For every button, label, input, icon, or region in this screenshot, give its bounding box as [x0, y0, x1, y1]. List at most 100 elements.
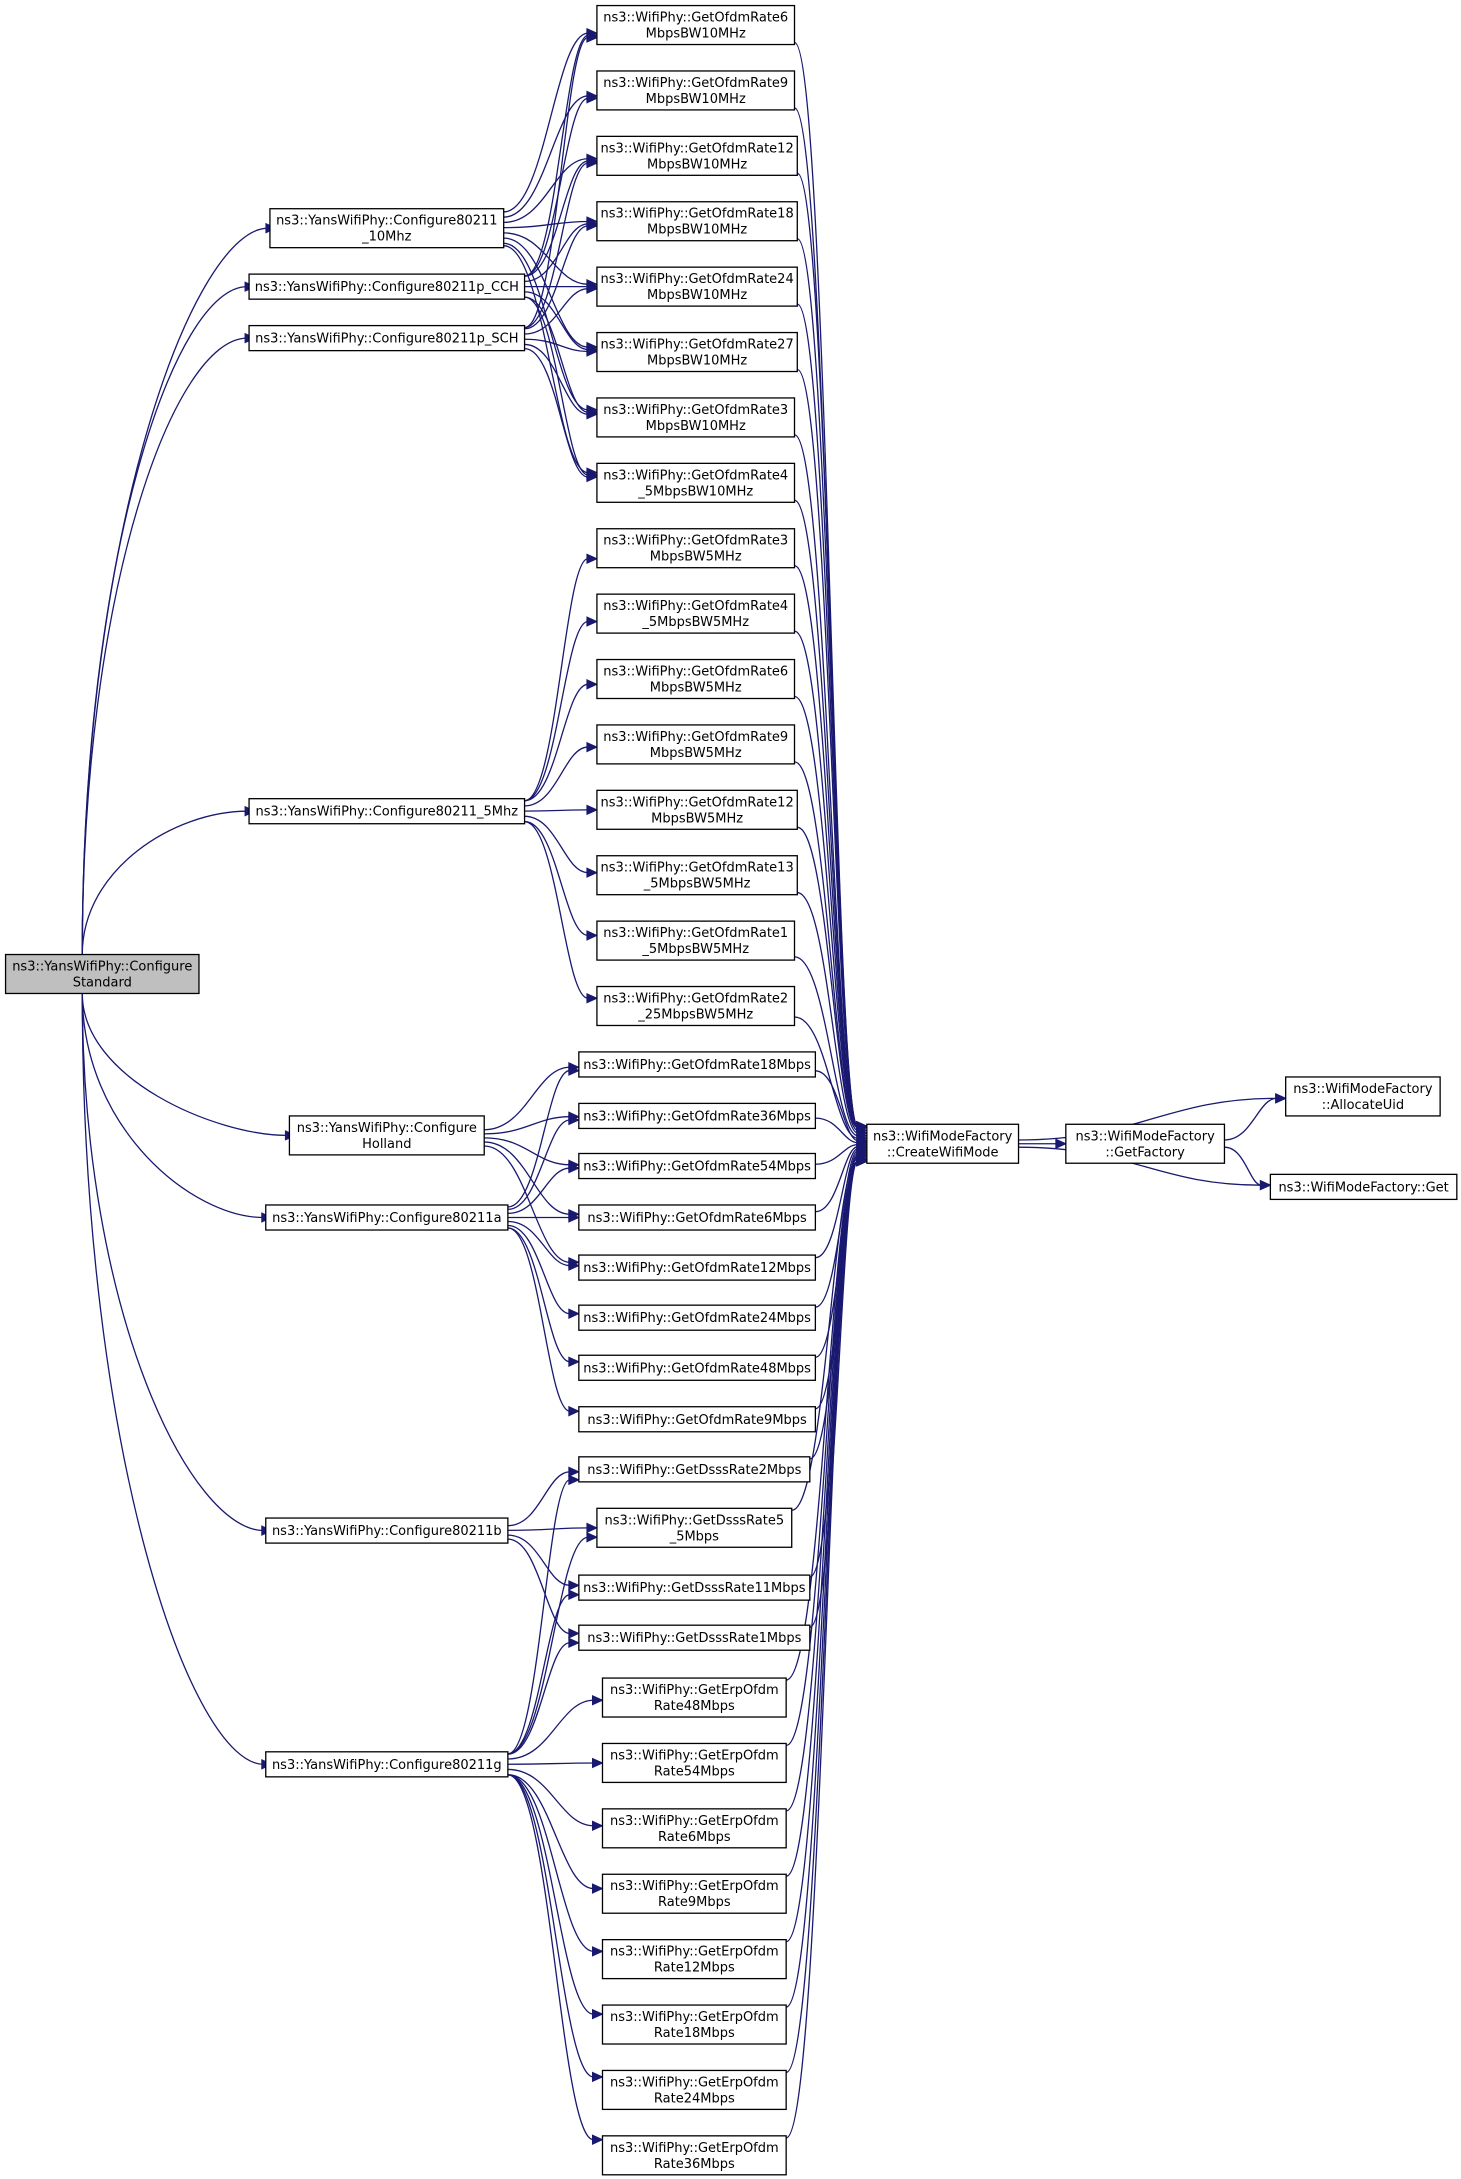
node-o36[interactable]: ns3::WifiPhy::GetOfdmRate36Mbps — [578, 1102, 817, 1130]
node-o45_10[interactable]: ns3::WifiPhy::GetOfdmRate4_5MbpsBW10MHz — [596, 462, 796, 503]
node-d11[interactable]: ns3::WifiPhy::GetDsssRate11Mbps — [578, 1574, 811, 1601]
node-o15_5[interactable]: ns3::WifiPhy::GetOfdmRate1_5MbpsBW5MHz — [596, 920, 796, 961]
node-o18[interactable]: ns3::WifiPhy::GetOfdmRate18Mbps — [578, 1051, 817, 1078]
node-get[interactable]: ns3::WifiModeFactory::Get — [1269, 1173, 1458, 1201]
node-box — [596, 331, 798, 373]
node-o45_5[interactable]: ns3::WifiPhy::GetOfdmRate4_5MbpsBW5MHz — [596, 593, 796, 634]
node-o54[interactable]: ns3::WifiPhy::GetOfdmRate54Mbps — [578, 1152, 817, 1180]
node-label: MbpsBW5MHz — [650, 746, 742, 761]
node-c5[interactable]: ns3::YansWifiPhy::Configure80211_5Mhz — [248, 798, 526, 825]
node-o12[interactable]: ns3::WifiPhy::GetOfdmRate12Mbps — [578, 1254, 817, 1281]
node-label: ns3::WifiPhy::GetErpOfdm — [610, 1683, 779, 1698]
node-cg[interactable]: ns3::YansWifiPhy::Configure80211g — [265, 1751, 509, 1778]
node-label: ns3::WifiPhy::GetDsssRate11Mbps — [583, 1581, 806, 1596]
edge-gf-to-get — [1224, 1146, 1272, 1191]
edge-gf-to-au — [1224, 1093, 1287, 1141]
node-cb[interactable]: ns3::YansWifiPhy::Configure80211b — [265, 1517, 509, 1544]
node-ccch[interactable]: ns3::YansWifiPhy::Configure80211p_CCH — [248, 273, 526, 300]
node-box — [1285, 1076, 1441, 1117]
node-label: Rate6Mbps — [658, 1830, 731, 1845]
node-csch[interactable]: ns3::YansWifiPhy::Configure80211p_SCH — [248, 324, 526, 352]
node-label: Standard — [73, 976, 132, 991]
node-label: ::GetFactory — [1105, 1145, 1185, 1160]
node-label: ns3::WifiPhy::GetErpOfdm — [610, 1814, 779, 1829]
node-box — [596, 462, 796, 503]
node-o24[interactable]: ns3::WifiPhy::GetOfdmRate24Mbps — [578, 1304, 817, 1331]
node-cwm[interactable]: ns3::WifiModeFactory::CreateWifiMode — [866, 1123, 1020, 1164]
edge-chol-to-o54 — [484, 1137, 581, 1171]
node-gf[interactable]: ns3::WifiModeFactory::GetFactory — [1065, 1123, 1226, 1164]
node-o6[interactable]: ns3::WifiPhy::GetOfdmRate6Mbps — [578, 1204, 817, 1231]
node-label: ns3::WifiPhy::GetOfdmRate27 — [600, 338, 793, 353]
node-ca[interactable]: ns3::YansWifiPhy::Configure80211a — [265, 1204, 509, 1231]
edge-c5-to-o45_5 — [524, 616, 599, 802]
edge-c5-to-o225_5 — [524, 821, 599, 1004]
node-box — [601, 1873, 787, 1914]
node-d55[interactable]: ns3::WifiPhy::GetDsssRate5_5Mbps — [596, 1507, 793, 1548]
node-box — [578, 1354, 817, 1381]
node-label: MbpsBW10MHz — [647, 157, 747, 172]
node-au[interactable]: ns3::WifiModeFactory::AllocateUid — [1285, 1076, 1441, 1117]
node-box — [596, 658, 796, 700]
edge-csch-to-o12_10 — [524, 157, 599, 329]
node-label: _5MbpsBW5MHz — [641, 942, 749, 957]
node-label: ns3::WifiModeFactory::Get — [1278, 1180, 1448, 1195]
node-box — [596, 201, 798, 242]
node-box — [269, 208, 505, 249]
edge-ca-to-o18 — [507, 1065, 581, 1208]
node-box — [578, 1406, 817, 1433]
edge-cg-to-e9 — [507, 1774, 604, 1894]
edge-cb-to-d2 — [507, 1466, 581, 1527]
edge-cwm-to-gf — [1018, 1138, 1068, 1150]
edge-ca-to-o9 — [507, 1227, 581, 1417]
node-d2[interactable]: ns3::WifiPhy::GetDsssRate2Mbps — [578, 1456, 811, 1483]
edge-c10-to-o6_10 — [503, 27, 599, 213]
node-box — [596, 135, 798, 176]
node-box — [578, 1204, 817, 1231]
node-label: ns3::WifiPhy::GetOfdmRate9Mbps — [587, 1413, 807, 1428]
node-label: ns3::YansWifiPhy::Configure80211 — [276, 214, 498, 229]
edge-csch-to-o18_10 — [524, 220, 599, 330]
node-label: ns3::WifiPhy::GetOfdmRate18 — [600, 207, 793, 222]
edge-c5-to-o15_5 — [524, 820, 599, 941]
node-box — [265, 1204, 509, 1231]
node-box — [596, 1507, 793, 1548]
edge-csch-to-o27_10 — [524, 338, 599, 357]
node-label: ns3::WifiPhy::GetErpOfdm — [610, 1748, 779, 1763]
node-o9[interactable]: ns3::WifiPhy::GetOfdmRate9Mbps — [578, 1406, 817, 1433]
node-d1[interactable]: ns3::WifiPhy::GetDsssRate1Mbps — [578, 1624, 811, 1651]
node-label: ns3::WifiPhy::GetOfdmRate9 — [603, 730, 788, 745]
node-label: ns3::YansWifiPhy::Configure80211p_SCH — [255, 332, 518, 347]
node-label: ::AllocateUid — [1322, 1098, 1404, 1113]
node-o135_5[interactable]: ns3::WifiPhy::GetOfdmRate13_5MbpsBW5MHz — [596, 855, 798, 896]
node-o48[interactable]: ns3::WifiPhy::GetOfdmRate48Mbps — [578, 1354, 817, 1381]
node-o225_5[interactable]: ns3::WifiPhy::GetOfdmRate2_25MbpsBW5MHz — [596, 985, 796, 1027]
node-box — [288, 1115, 485, 1156]
node-label: ns3::YansWifiPhy::Configure80211g — [272, 1758, 502, 1773]
edge-c10-to-o9_10 — [503, 90, 599, 218]
edge-cg-to-d2 — [507, 1474, 581, 1755]
node-label: ns3::WifiPhy::GetOfdmRate24Mbps — [583, 1311, 811, 1326]
node-c10[interactable]: ns3::YansWifiPhy::Configure80211_10Mhz — [269, 208, 505, 249]
